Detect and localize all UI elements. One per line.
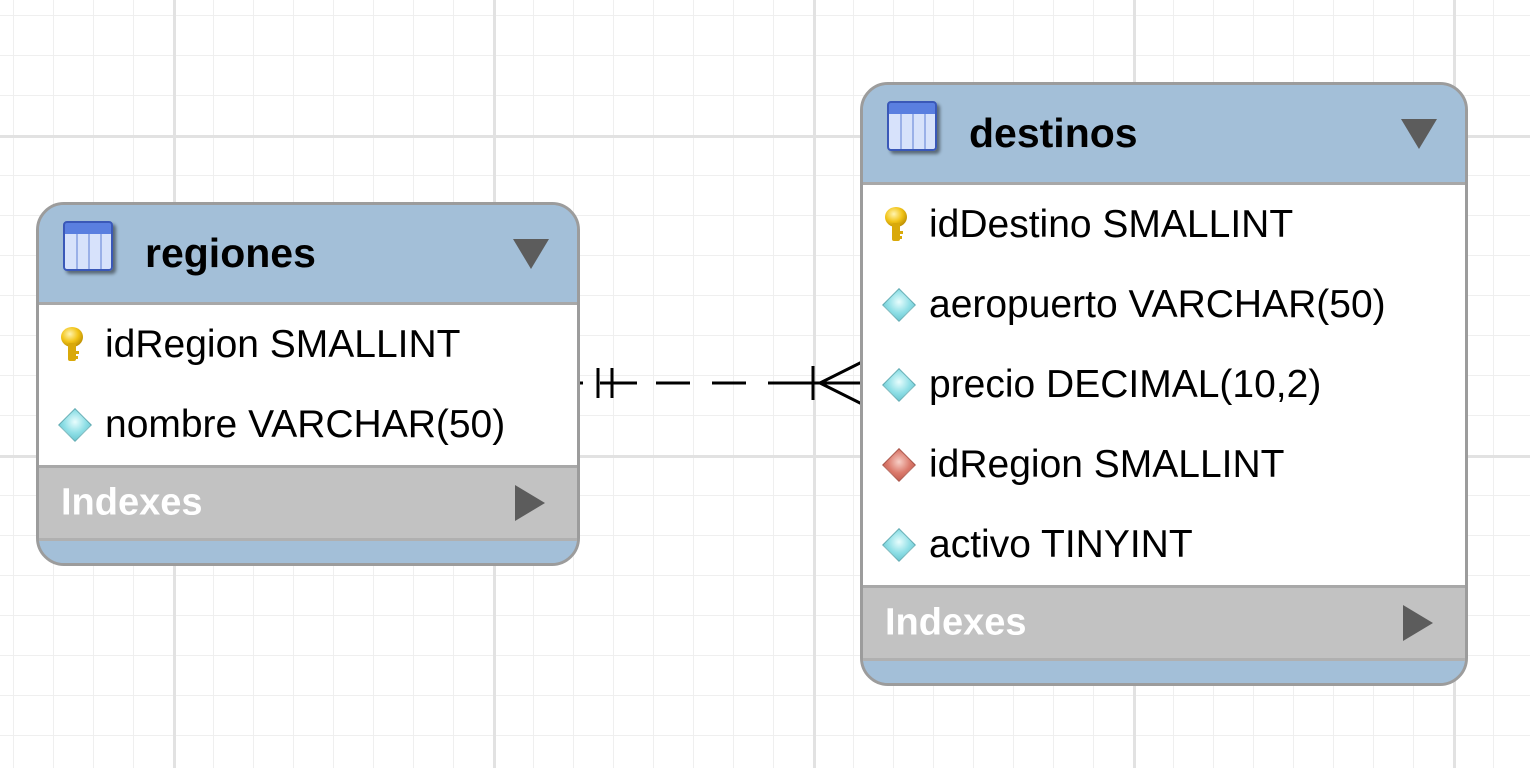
collapse-triangle-icon[interactable] bbox=[513, 238, 549, 269]
table-title: destinos bbox=[969, 110, 1138, 156]
column-name: idRegion SMALLINT bbox=[105, 323, 461, 366]
table-footer bbox=[863, 661, 1465, 683]
indexes-label: Indexes bbox=[61, 481, 203, 524]
table-header[interactable]: regiones bbox=[39, 205, 577, 305]
crowsfoot-upper bbox=[819, 360, 863, 385]
column-row[interactable]: precio DECIMAL(10,2) bbox=[863, 345, 1465, 425]
table-regiones[interactable]: regiones idRegion SMALLINT bbox=[36, 202, 580, 566]
table-icon bbox=[887, 101, 937, 151]
column-list: idRegion SMALLINT nombre VARCHAR(50) bbox=[39, 305, 577, 465]
key-icon bbox=[61, 327, 83, 361]
column-name: nombre VARCHAR(50) bbox=[105, 403, 506, 446]
column-name: activo TINYINT bbox=[929, 523, 1193, 566]
table-footer bbox=[39, 541, 577, 563]
diamond-icon bbox=[882, 288, 916, 322]
column-row[interactable]: idRegion SMALLINT bbox=[39, 305, 577, 385]
indexes-label: Indexes bbox=[885, 601, 1027, 644]
indexes-section[interactable]: Indexes bbox=[863, 585, 1465, 661]
column-row[interactable]: nombre VARCHAR(50) bbox=[39, 385, 577, 465]
collapse-triangle-icon[interactable] bbox=[1401, 118, 1437, 149]
column-name: idRegion SMALLINT bbox=[929, 443, 1285, 486]
diamond-icon bbox=[58, 408, 92, 442]
indexes-section[interactable]: Indexes bbox=[39, 465, 577, 541]
diamond-icon bbox=[882, 368, 916, 402]
key-icon bbox=[885, 207, 907, 241]
column-name: aeropuerto VARCHAR(50) bbox=[929, 283, 1386, 326]
column-row[interactable]: aeropuerto VARCHAR(50) bbox=[863, 265, 1465, 345]
foreign-key-diamond-icon bbox=[882, 448, 916, 482]
expand-triangle-icon[interactable] bbox=[515, 485, 545, 521]
expand-triangle-icon[interactable] bbox=[1403, 605, 1433, 641]
table-title: regiones bbox=[145, 230, 316, 276]
column-row[interactable]: idDestino SMALLINT bbox=[863, 185, 1465, 265]
column-row[interactable]: idRegion SMALLINT bbox=[863, 425, 1465, 505]
table-icon bbox=[63, 221, 113, 271]
column-row[interactable]: activo TINYINT bbox=[863, 505, 1465, 585]
crowsfoot-lower bbox=[819, 381, 863, 406]
table-header[interactable]: destinos bbox=[863, 85, 1465, 185]
column-name: precio DECIMAL(10,2) bbox=[929, 363, 1322, 406]
table-destinos[interactable]: destinos idDestino SMALLINT bbox=[860, 82, 1468, 686]
column-name: idDestino SMALLINT bbox=[929, 203, 1294, 246]
column-list: idDestino SMALLINT aeropuerto VARCHAR(50… bbox=[863, 185, 1465, 585]
diamond-icon bbox=[882, 528, 916, 562]
